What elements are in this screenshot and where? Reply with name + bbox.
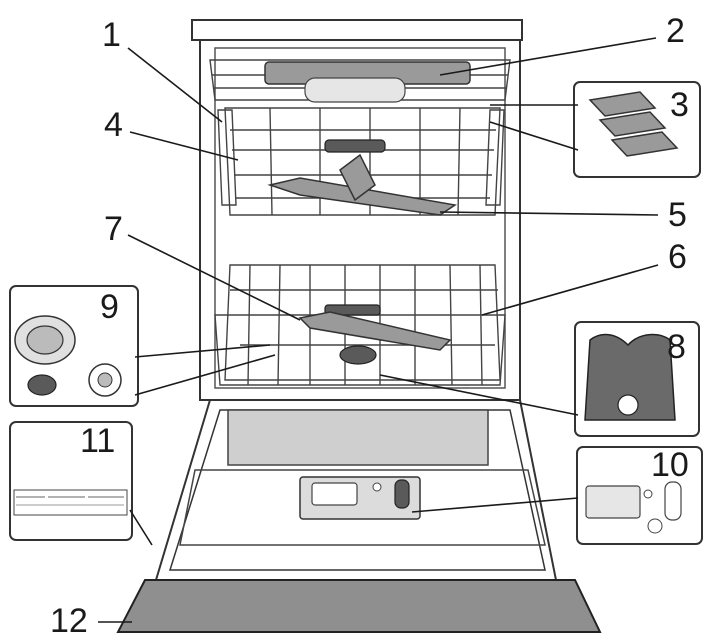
leader-2	[439, 37, 657, 76]
worktop	[191, 19, 523, 41]
leader-9a	[134, 344, 271, 358]
leader-10	[411, 497, 579, 513]
door-panel-upper	[227, 409, 489, 466]
leader-1	[127, 47, 223, 123]
callout-6: 6	[668, 238, 687, 276]
lower-basket	[214, 264, 506, 386]
leader-lines	[98, 37, 659, 623]
callout-numbers: 1 2 3 4 5 6 7 8 9 10 11 12	[50, 12, 689, 640]
inset-drain-cap	[574, 321, 700, 437]
callout-7: 7	[104, 210, 123, 248]
callout-12: 12	[50, 602, 88, 640]
upper-spray-arm	[267, 139, 457, 216]
callout-11: 11	[80, 422, 115, 460]
callout-5: 5	[668, 196, 687, 234]
control-panel	[116, 579, 602, 633]
callout-1: 1	[102, 16, 121, 54]
leader-9b	[134, 354, 276, 396]
callout-10: 10	[651, 446, 689, 484]
leader-4	[129, 131, 239, 161]
callout-4: 4	[104, 106, 123, 144]
callout-2: 2	[666, 12, 685, 50]
inset-dispenser-detail	[576, 446, 703, 545]
leader-5	[439, 211, 659, 216]
lower-spray-arm	[298, 304, 452, 365]
callout-3: 3	[670, 86, 689, 124]
leader-3b	[489, 121, 579, 151]
callout-8: 8	[667, 328, 686, 366]
upper-basket-side-racks	[217, 109, 505, 206]
detergent-dispenser	[299, 476, 421, 520]
leader-7	[127, 234, 301, 321]
leader-6	[481, 264, 659, 316]
callout-9: 9	[100, 288, 119, 326]
inset-rating-plate	[9, 421, 133, 541]
tub-inner	[214, 47, 506, 389]
leader-11	[129, 509, 153, 546]
leader-8	[379, 374, 579, 416]
inset-rack-adjuster	[573, 81, 701, 178]
top-spray-arm	[264, 61, 471, 103]
inset-filter	[9, 285, 139, 407]
